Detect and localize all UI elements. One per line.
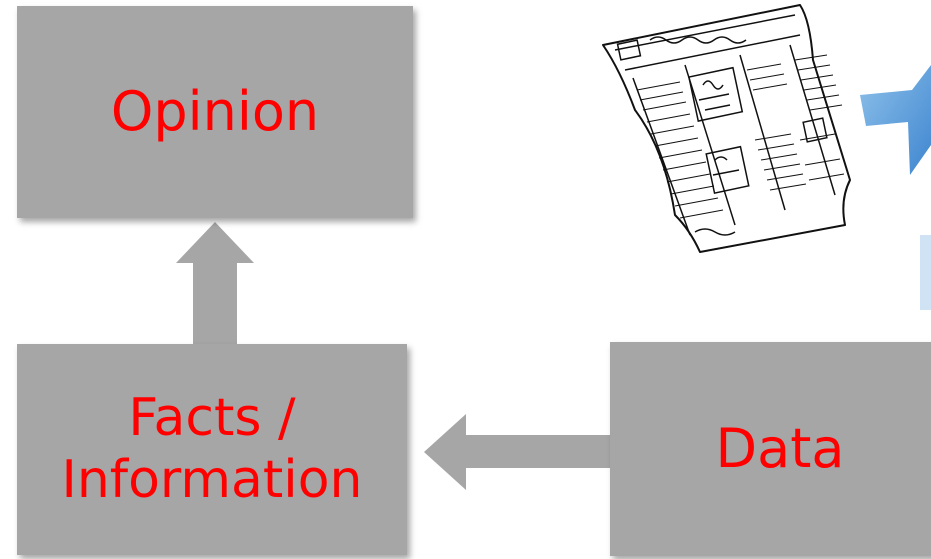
blue-arrow-icon [860,65,931,310]
data-box: Data [610,342,931,556]
newspaper-sketch-icon [602,4,851,253]
arrow-data-to-facts [424,414,610,490]
blue-arrow-head [860,65,931,175]
opinion-box: Opinion [17,6,413,218]
blue-arrow-tail [920,235,931,310]
arrow-facts-to-opinion [176,222,254,344]
facts-label-line1: Facts / [128,388,296,449]
facts-information-box: Facts / Information [17,344,407,555]
data-label: Data [715,417,845,481]
facts-label-line2: Information [61,449,363,510]
opinion-label: Opinion [110,80,320,144]
